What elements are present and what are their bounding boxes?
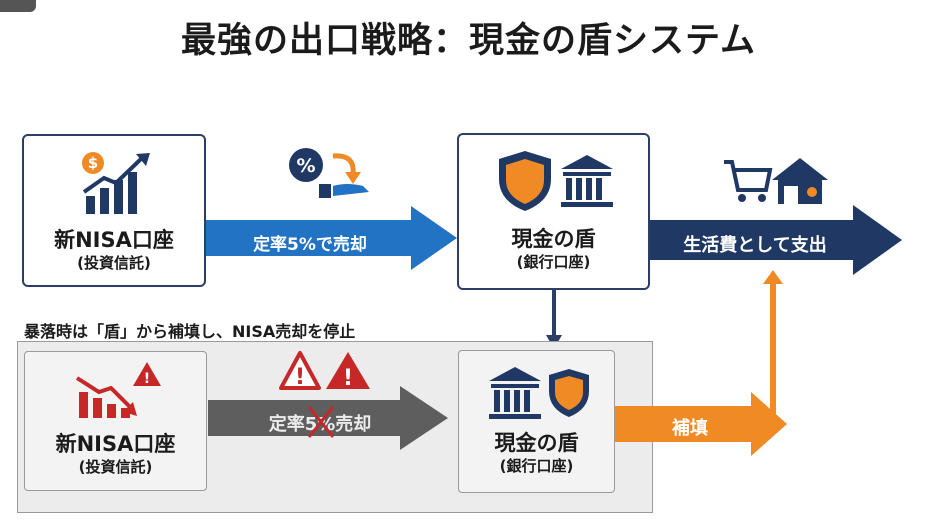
refill-arrow-shape xyxy=(603,392,787,456)
svg-text:!: ! xyxy=(343,366,353,391)
shield-icon xyxy=(549,369,589,417)
bank-icon xyxy=(489,367,541,419)
cross-mark-icon xyxy=(307,406,335,438)
stopped-sell-arrow-shape xyxy=(208,386,448,450)
shield-crash-box-label: 現金の盾 xyxy=(494,431,579,455)
shield-box-label: 現金の盾 xyxy=(511,227,596,251)
cash-shield-box: 現金の盾 (銀行口座) xyxy=(457,133,650,290)
warning-icon: ! ! xyxy=(279,351,370,391)
crash-chart-icon: ! xyxy=(75,362,161,418)
cart-house-icons xyxy=(724,158,828,204)
svg-text:!: ! xyxy=(144,371,150,387)
bank-icon xyxy=(561,155,613,207)
shield-crash-box-sub: (銀行口座) xyxy=(499,457,574,475)
growth-chart-icon: $ xyxy=(82,152,150,214)
sell-arrow-label: 定率5%で売却 xyxy=(253,235,367,255)
spend-arrow-label: 生活費として支出 xyxy=(683,235,827,256)
page-title: 最強の出口戦略：現金の盾システム xyxy=(181,21,756,61)
nisa-crash-box-sub: (投資信託) xyxy=(78,458,153,476)
cash-shield-box-crash: 現金の盾 (銀行口座) xyxy=(458,350,615,493)
window-corner-tab xyxy=(0,0,36,12)
nisa-crash-box-label: 新NISA口座 xyxy=(55,432,176,456)
shield-icon xyxy=(499,151,551,211)
nisa-box-sub: (投資信託) xyxy=(77,254,151,272)
percent-hand-icon: % xyxy=(289,148,369,198)
bank-shield-icons xyxy=(489,367,589,419)
shield-box-sub: (銀行口座) xyxy=(516,253,591,271)
nisa-account-box-crash: ! 新NISA口座 (投資信託) xyxy=(24,351,207,491)
refill-arrow-label: 補填 xyxy=(672,418,708,439)
sell-arrow-shape xyxy=(205,206,457,270)
svg-text:!: ! xyxy=(295,365,305,390)
shield-bank-icons xyxy=(499,151,613,211)
svg-text:%: % xyxy=(296,155,315,177)
nisa-account-box: $ 新NISA口座 (投資信託) xyxy=(22,134,206,287)
spend-arrow-shape xyxy=(648,205,902,275)
house-icon xyxy=(772,158,828,204)
svg-text:$: $ xyxy=(88,154,98,172)
crash-caption: 暴落時は「盾」から補填し、NISA売却を停止 xyxy=(24,322,356,341)
nisa-box-label: 新NISA口座 xyxy=(54,228,174,252)
cart-icon xyxy=(724,160,773,202)
refill-up-arrow xyxy=(763,270,783,416)
